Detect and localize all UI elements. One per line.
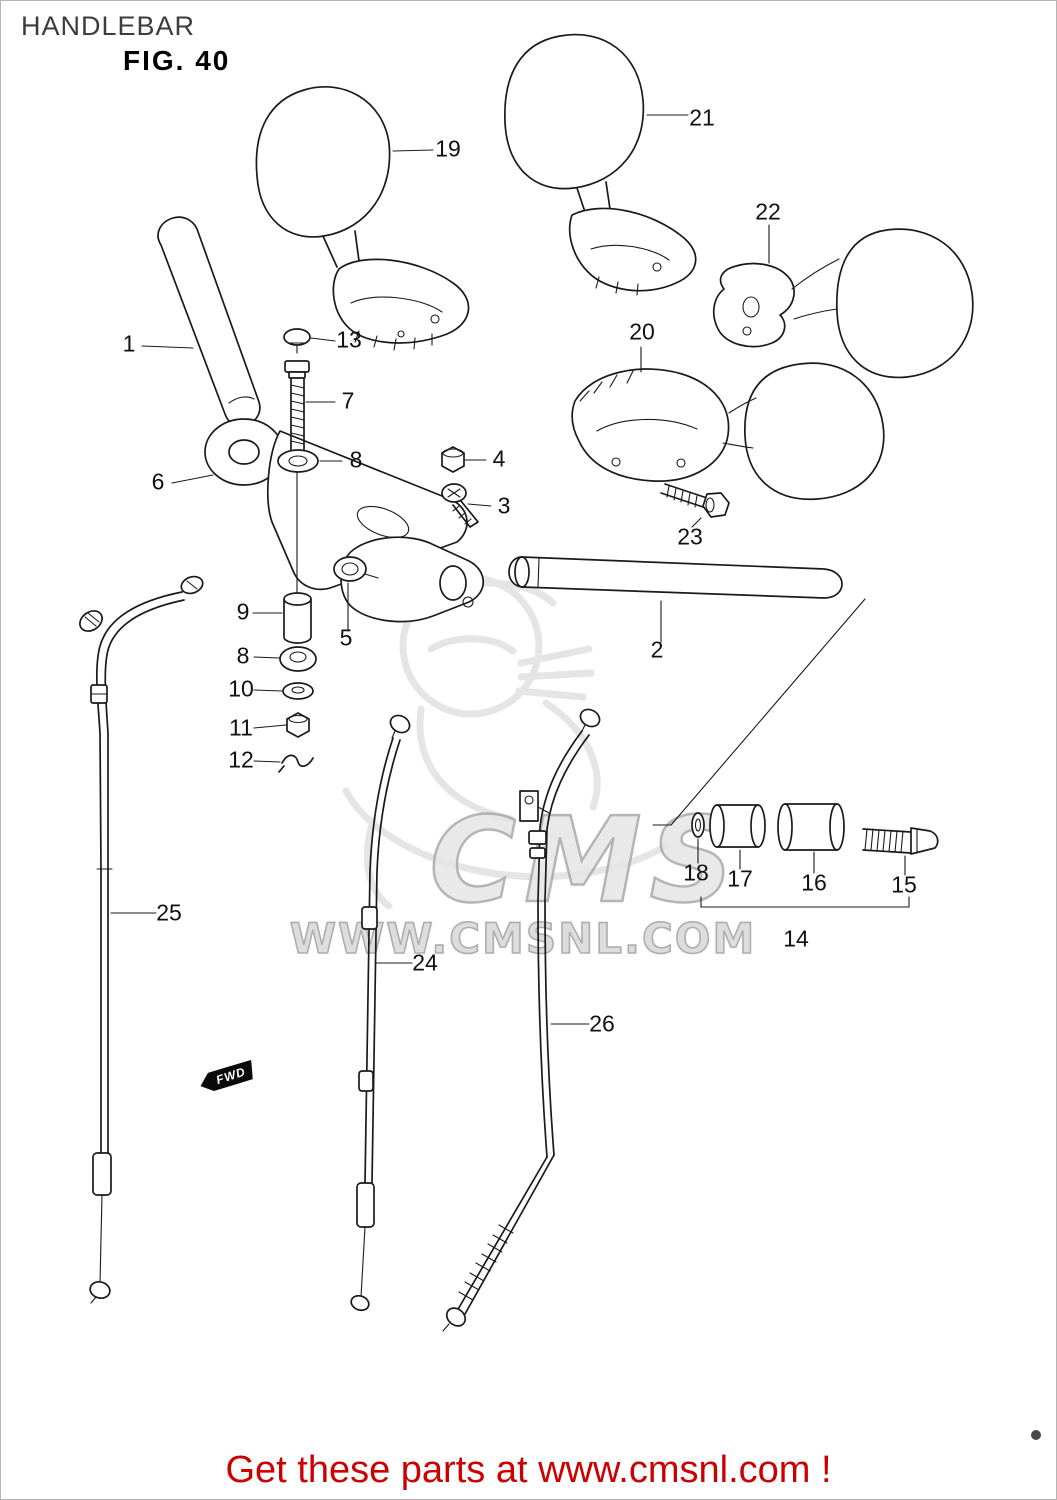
callout-10: 10 [228,675,254,702]
mirror-19 [255,85,470,351]
bolt-5 [333,556,379,582]
footer-link[interactable]: Get these parts at www.cmsnl.com ! [225,1449,832,1491]
callout-13: 13 [336,326,362,353]
callout-14: 14 [783,925,809,952]
callout-21: 21 [689,104,715,131]
callout-11: 11 [229,714,253,741]
bolt-23 [660,483,730,518]
callout-4: 4 [492,445,506,472]
leader-lines [110,114,906,1025]
mirror-22 [712,228,974,379]
mirror-20 [571,362,885,501]
callout-18: 18 [683,859,709,886]
cable-24 [350,714,411,1312]
callout-19: 19 [435,135,461,162]
callout-8-upper: 8 [349,446,363,473]
left-handlebar [157,216,261,427]
cable-25 [79,575,204,1304]
callout-9: 9 [236,598,250,625]
nut-4 [441,446,465,473]
callout-3: 3 [497,492,511,519]
callout-22: 22 [755,198,781,225]
screw-3 [441,483,479,528]
callout-26: 26 [589,1010,615,1037]
washer-stack [278,560,317,773]
cable-26 [442,708,601,1332]
mirror-21 [504,33,697,296]
figure-label: FIG. 40 [123,45,231,76]
watermark-logo: CMS [429,791,742,929]
washer-8-upper [277,449,319,562]
callout-16: 16 [801,869,827,896]
cap-13 [283,328,311,354]
callout-8-lower: 8 [236,642,250,669]
callout-6: 6 [151,468,165,495]
callout-15: 15 [891,871,917,898]
callout-1: 1 [122,330,136,357]
callout-17: 17 [727,865,753,892]
callout-7: 7 [341,387,355,414]
callout-24: 24 [412,949,438,976]
scan-speck [1031,1430,1041,1440]
clamp-assembly [204,418,484,623]
callout-23: 23 [677,523,703,550]
callout-20: 20 [629,318,655,345]
watermark-sketch [342,574,670,910]
callout-12: 12 [228,746,254,773]
callout-25: 25 [156,899,182,926]
right-handlebar [508,556,843,599]
bolt-7 [284,360,310,452]
watermark-url: WWW.CMSNL.COM [290,914,757,963]
callout-2: 2 [650,636,664,663]
page-title: HANDLEBAR [21,11,196,41]
callout-5: 5 [339,624,353,651]
bar-end-group [652,598,939,908]
